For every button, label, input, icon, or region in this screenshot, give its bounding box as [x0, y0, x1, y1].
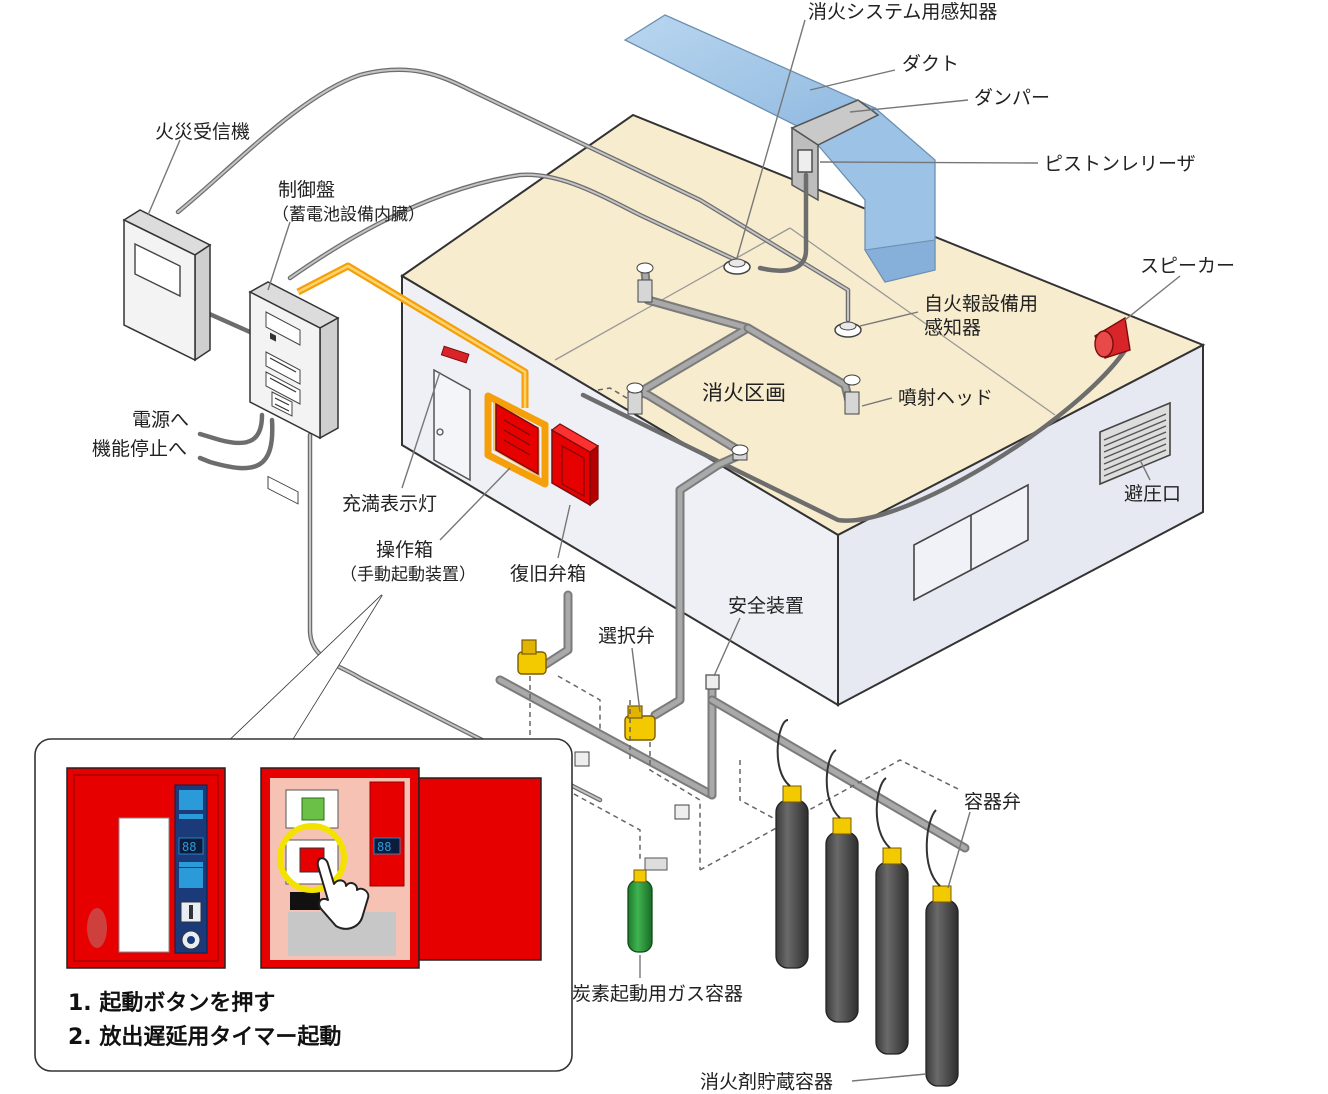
label-piston-releaser: ピストンレリーザ [1044, 153, 1196, 175]
safety-device [705, 674, 720, 690]
piston-releaser [797, 149, 813, 173]
operation-inset: 88 88 1. 起動ボタンを押す 2. 放出遅延用タ [34, 594, 573, 1072]
display-closed: 88 [182, 840, 196, 854]
label-container-valve: 容器弁 [964, 791, 1021, 813]
label-control-panel-note: （蓄電池設備内臓） [272, 205, 425, 225]
storage-cylinder [925, 809, 959, 1087]
pressing-hand-icon [316, 857, 370, 930]
label-alarm-detector-1: 自火報設備用 [924, 293, 1038, 315]
label-speaker: スピーカー [1140, 255, 1235, 277]
label-fire-receiver: 火災受信機 [155, 121, 250, 143]
selector-valves [517, 639, 656, 741]
reset-valve-box [550, 423, 600, 507]
label-to-stop: 機能停止へ [92, 438, 187, 460]
agent-storage-cylinders [775, 719, 959, 1087]
open-door [418, 777, 542, 961]
step-2: 2. 放出遅延用タイマー起動 [68, 1024, 341, 1050]
label-selector-valve: 選択弁 [598, 625, 655, 647]
label-operation-box-note: （手動起動装置） [340, 565, 476, 585]
starter-gas-cylinder [627, 857, 668, 953]
label-agent-storage: 消火剤貯蔵容器 [700, 1071, 833, 1093]
label-damper: ダンパー [974, 87, 1050, 109]
label-alarm-detector-2: 感知器 [924, 317, 981, 339]
ceiling-detectors [723, 258, 862, 338]
control-panel [248, 281, 340, 505]
operation-box-open: 88 [260, 767, 420, 969]
label-operation-box: 操作箱 [376, 539, 433, 561]
storage-cylinder [875, 777, 909, 1055]
nozzle-head [626, 382, 644, 415]
label-to-power: 電源へ [132, 409, 189, 431]
operation-box [484, 392, 549, 488]
fire-receiver [122, 209, 212, 362]
selector-valve [517, 639, 547, 675]
step-1: 1. 起動ボタンを押す [68, 990, 275, 1016]
label-starter-gas: 炭素起動用ガス容器 [572, 983, 743, 1005]
display-open: 88 [377, 840, 391, 854]
label-vent: 避圧口 [1124, 483, 1181, 505]
nozzle-head [636, 262, 654, 303]
nozzle-head [731, 444, 749, 461]
operation-box-closed: 88 [66, 767, 226, 969]
selector-valve [624, 705, 656, 741]
duct [623, 14, 936, 283]
nozzle-head [843, 374, 861, 415]
label-detector-system: 消火システム用感知器 [808, 1, 997, 23]
label-reset-valve-box: 復旧弁箱 [510, 563, 586, 585]
storage-cylinder [825, 749, 859, 1023]
label-zone: 消火区画 [702, 381, 786, 405]
storage-cylinder [775, 719, 809, 969]
label-indicator-lamp: 充満表示灯 [342, 493, 437, 515]
pilot-lines [529, 387, 961, 871]
pressure-switch [674, 804, 690, 820]
button-highlight [277, 823, 347, 893]
labels: 消火システム用感知器 ダクト ダンパー ピストンレリーザ 火災受信機 制御盤 （… [92, 1, 1235, 1093]
pressure-switch [574, 751, 590, 767]
label-duct: ダクト [902, 53, 959, 75]
label-safety-device: 安全装置 [728, 595, 804, 617]
building [400, 113, 1206, 707]
pressure-vent [1099, 401, 1171, 486]
indicator-lamp [440, 345, 470, 364]
door [433, 368, 471, 482]
speaker [1094, 316, 1131, 359]
label-control-panel: 制御盤 [278, 179, 335, 201]
nozzle-heads [626, 262, 861, 461]
label-nozzle: 噴射ヘッド [898, 387, 993, 409]
